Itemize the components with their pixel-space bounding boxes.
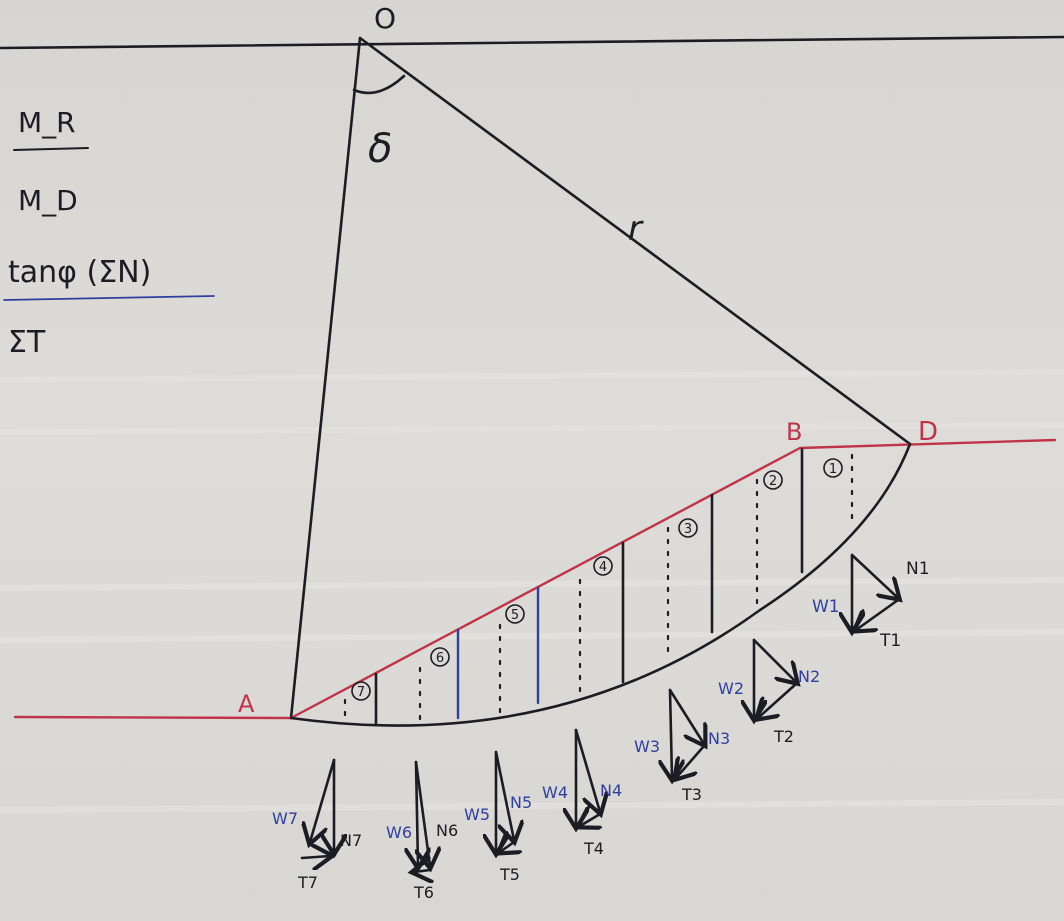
tangential-label: T5	[499, 865, 520, 884]
radius-line-OD	[358, 36, 912, 446]
normal-label: N2	[798, 667, 820, 686]
weight-label: W2	[718, 679, 744, 698]
weight-label: W5	[464, 805, 490, 824]
force-polygon-6: W6 N6 T6	[386, 760, 458, 902]
force-polygon-5: W5 N5 T5	[464, 750, 532, 884]
normal-label: N7	[340, 831, 362, 850]
normal-label: N1	[906, 559, 930, 579]
angle-label: δ	[368, 126, 392, 172]
point-label-D: D	[918, 417, 938, 447]
weight-label: W3	[634, 737, 660, 756]
tangential-label: T3	[681, 785, 702, 804]
weight-label: W1	[812, 597, 840, 617]
tan-phi-sum-n: tanφ (ΣN)	[8, 255, 151, 290]
radius-line-OA	[289, 36, 362, 720]
slice-number: 4	[599, 560, 607, 575]
tangential-label: T6	[413, 883, 434, 902]
point-label-O: O	[374, 2, 396, 35]
weight-label: W7	[272, 809, 298, 828]
tangential-label: T1	[879, 631, 901, 651]
page-texture	[0, 369, 1064, 813]
normal-label: N3	[708, 729, 730, 748]
tangential-label: T4	[583, 839, 604, 858]
tangential-label: T2	[773, 727, 794, 746]
slice-number: 5	[511, 608, 519, 623]
angle-arc	[352, 74, 406, 95]
normal-label: N4	[600, 781, 622, 800]
point-label-B: B	[786, 418, 802, 446]
normal-label: N5	[510, 793, 532, 812]
slice-number-markers: 1 2 3 4 5 6 7	[351, 458, 843, 701]
tangential-label: T7	[297, 873, 318, 892]
slice-number: 7	[357, 685, 365, 700]
force-polygon-7: W7 N7 T7	[272, 758, 362, 892]
slice-number: 2	[769, 474, 777, 489]
slice-number: 3	[684, 522, 692, 537]
point-label-A: A	[238, 690, 255, 718]
toe-ground-line	[13, 715, 293, 720]
force-polygon-3: W3 N3 T3	[634, 688, 730, 804]
slice-number: 1	[829, 462, 837, 477]
moment-driving: M_D	[18, 184, 78, 217]
crest-ground-line	[798, 438, 1057, 450]
weight-label: W6	[386, 823, 412, 842]
normal-label: N6	[436, 821, 458, 840]
radius-label: r	[628, 209, 644, 249]
slip-circle-arc	[289, 442, 912, 727]
top-ground-line	[0, 35, 1064, 50]
weight-label: W4	[542, 783, 568, 802]
force-polygon-2: W2 N2 T2	[718, 638, 820, 746]
moment-resisting: M_R	[18, 106, 76, 139]
factor-of-safety-formula: M_R M_D tanφ (ΣN) ΣT	[3, 106, 215, 360]
sum-t: ΣT	[8, 325, 46, 360]
slice-number: 6	[436, 651, 444, 666]
force-polygon-4: W4 N4 T4	[542, 728, 622, 858]
slice-boundaries	[343, 447, 854, 727]
force-polygon-1: W1 N1 T1	[812, 553, 930, 651]
